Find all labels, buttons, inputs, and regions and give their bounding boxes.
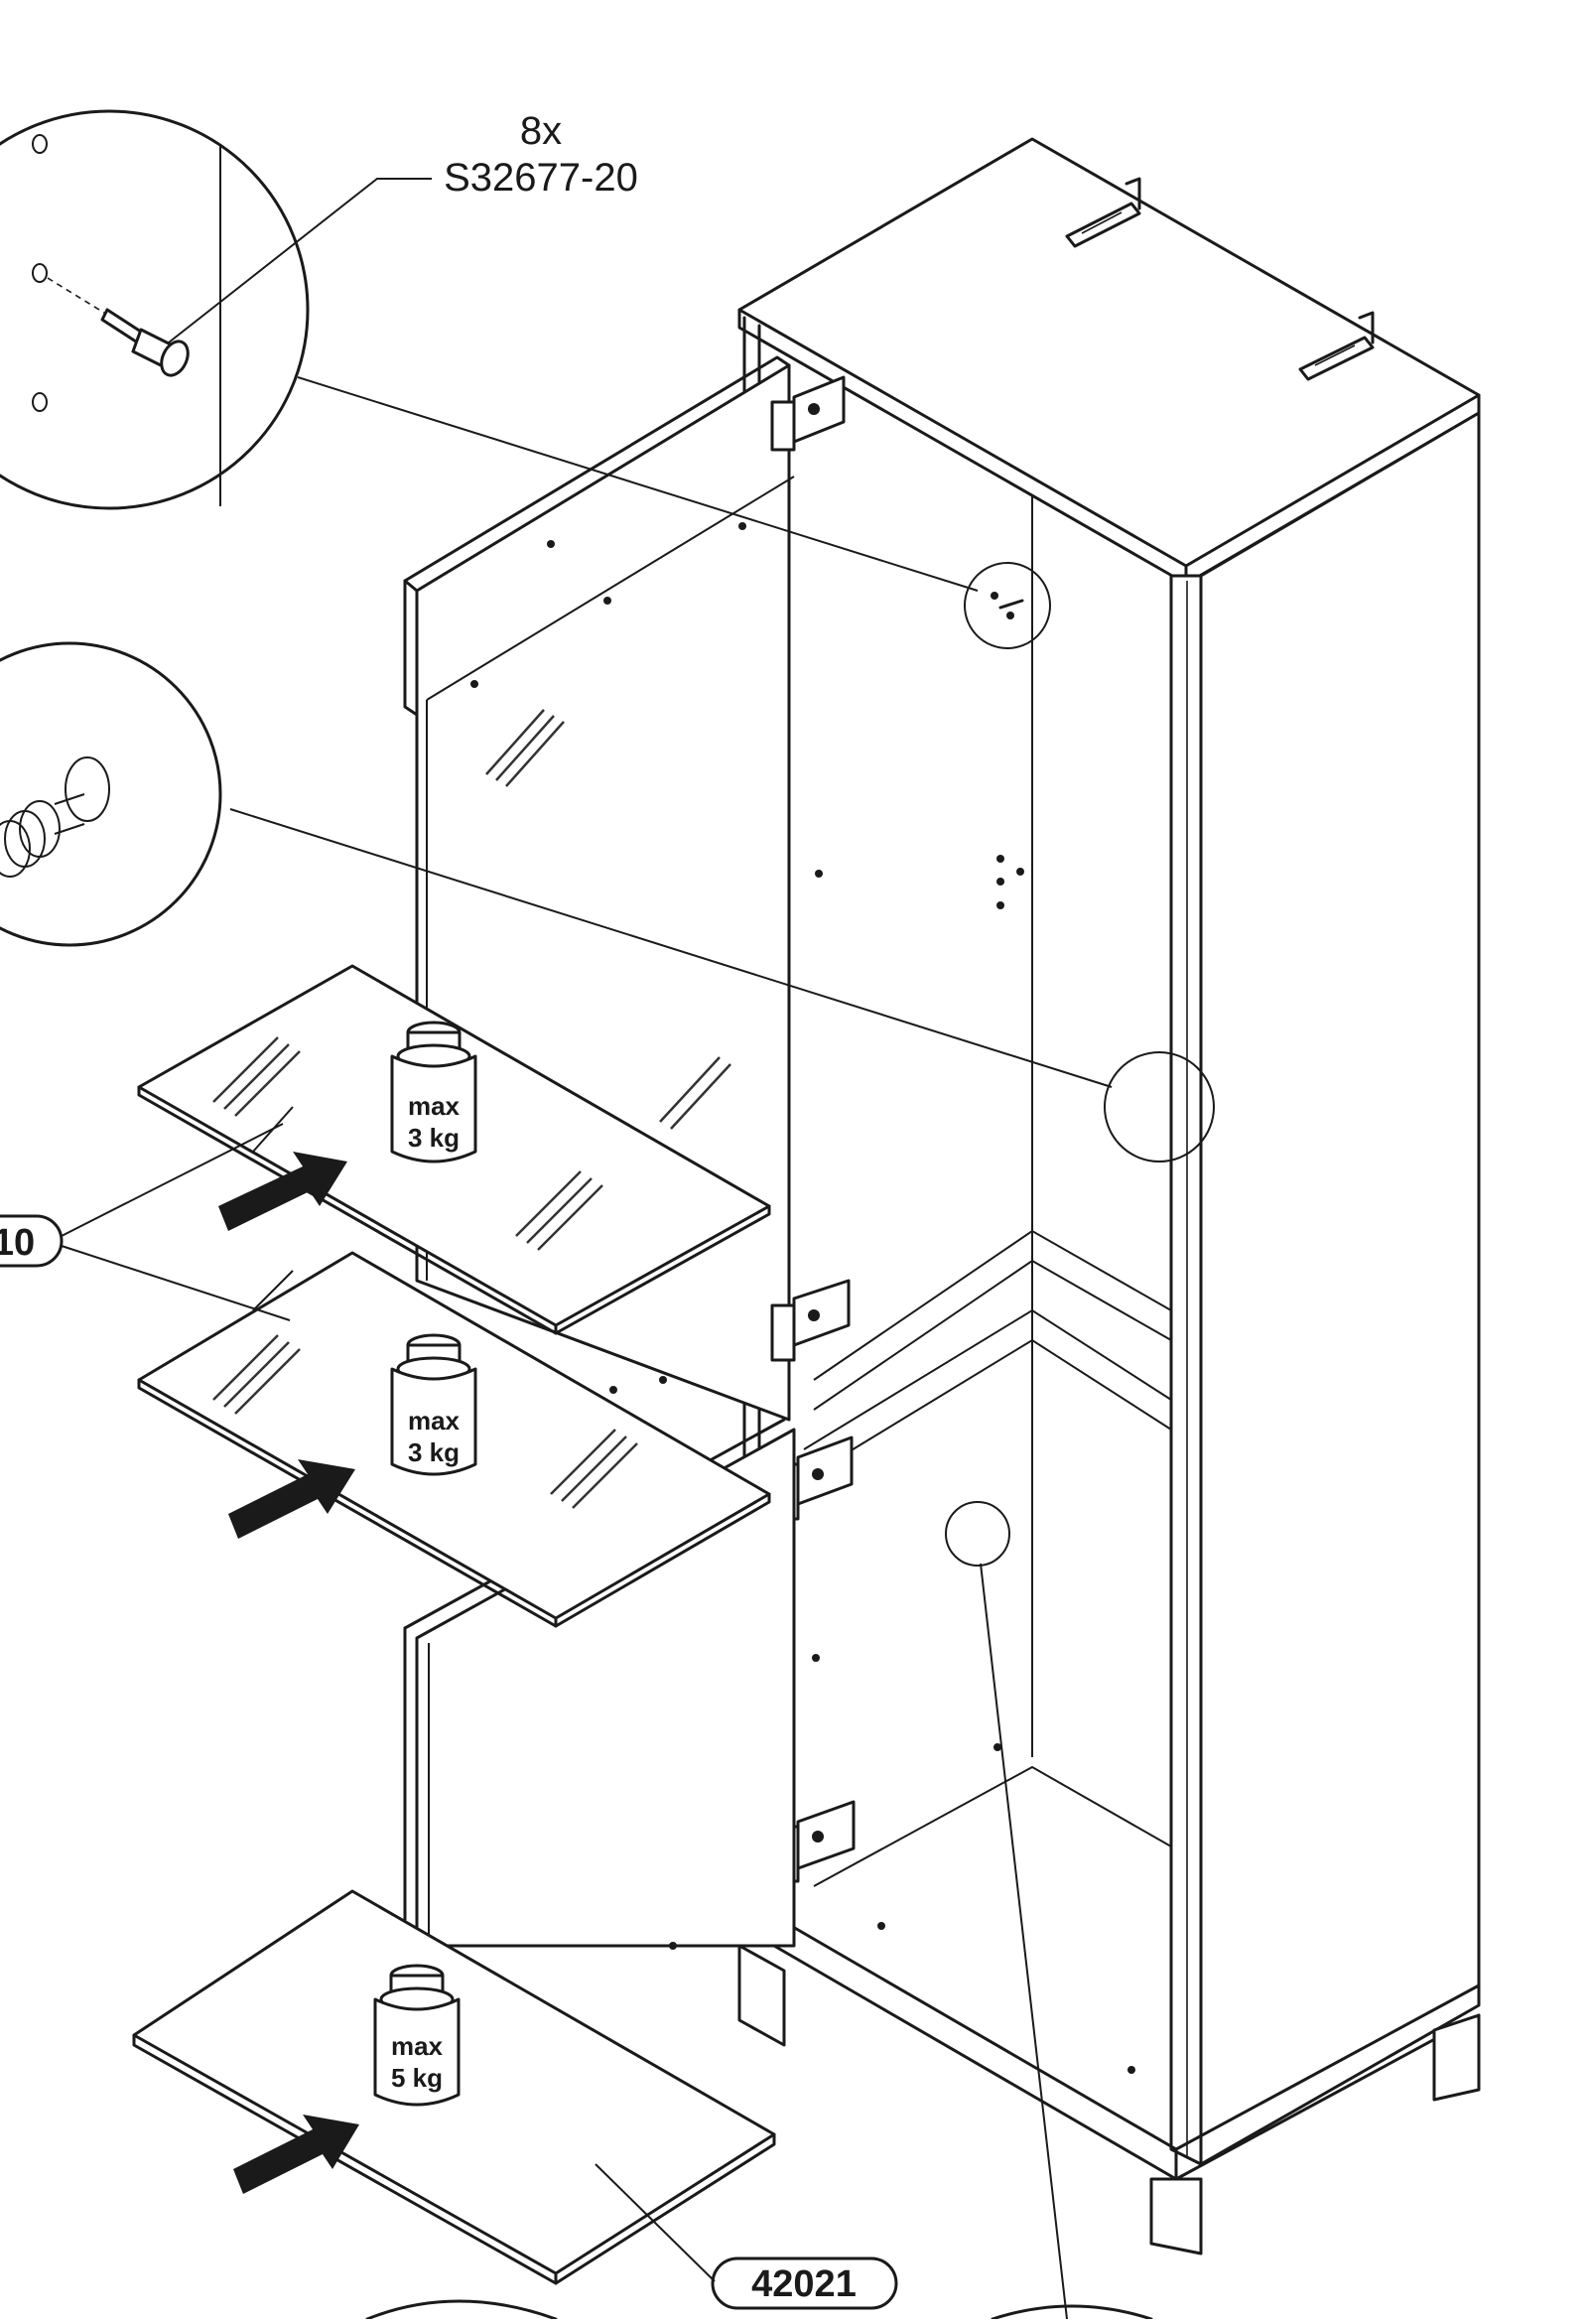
hinge-upper-top <box>770 375 846 452</box>
weight-3-load-label: 5 kg <box>391 2063 443 2093</box>
weight-1-max-label: max <box>408 1091 461 1121</box>
weight-2-max-label: max <box>408 1406 461 1435</box>
cabinet-leg-back-right <box>1432 2013 1481 2102</box>
hardware-part-code: S32677-20 <box>444 156 638 200</box>
weight-2-load-label: 3 kg <box>408 1437 460 1467</box>
insert-arrow-3 <box>233 2115 359 2194</box>
weight-1-load-label: 3 kg <box>408 1123 460 1153</box>
part-label-glass-shelf: 10 <box>0 1123 291 1321</box>
detail-target-circle-3 <box>945 1501 1068 2320</box>
detail-target-circle-1 <box>964 562 1051 649</box>
detail-target-circle-2 <box>1104 1051 1215 1162</box>
hinge-upper-bottom <box>770 1279 851 1362</box>
weight-icon-2: max 3 kg <box>390 1333 477 1476</box>
part-label-bottom-shelf: 42021 <box>595 2163 898 2310</box>
detail-callout-screws: 8x S32677-20 <box>0 109 1051 649</box>
upper-door-glass-mark <box>485 709 565 787</box>
callout-leader-1 <box>168 178 432 343</box>
weight-icon-1: max 3 kg <box>390 1021 477 1163</box>
glass-shelf-2-glass-mark <box>212 1334 638 1509</box>
detail-circle-partial-right <box>991 2304 1153 2321</box>
detail-circle-1 <box>0 109 310 510</box>
insert-arrow-2 <box>228 1459 355 1539</box>
top-hinge-bracket-2 <box>1298 311 1375 381</box>
upper-door-edge <box>403 579 419 717</box>
detail-circle-partial-left <box>365 2299 558 2321</box>
interior-shelf-divider <box>803 1308 1172 1450</box>
cabinet-leg-front-right <box>1149 2177 1203 2256</box>
screw-icon <box>100 308 190 377</box>
part-label-glass-shelf-text: 10 <box>0 1222 35 1264</box>
insert-arrow-1 <box>218 1152 347 1231</box>
weight-3-max-label: max <box>391 2031 444 2061</box>
cabinet-right-side-panel <box>1199 411 1481 2166</box>
detail-callout-shelf-support <box>0 641 1215 1162</box>
hardware-quantity: 8x <box>520 109 562 153</box>
cabinet-right-front-edge <box>1169 574 1203 2166</box>
shelf-support-pin-icon <box>0 756 110 878</box>
interior-shelf-lower <box>813 1765 1172 1887</box>
part-label-bottom-shelf-text: 42021 <box>751 2263 857 2305</box>
glass-shelf-1-glass-mark <box>212 1036 731 1251</box>
weight-icon-3: max 5 kg <box>373 1964 461 2107</box>
top-hinge-bracket-1 <box>1065 177 1141 248</box>
detail-circle-2 <box>0 641 222 947</box>
cabinet-leg-front-left <box>737 1944 786 2047</box>
interior-shelf-upper <box>813 1229 1172 1381</box>
cabinet <box>737 137 1481 2256</box>
